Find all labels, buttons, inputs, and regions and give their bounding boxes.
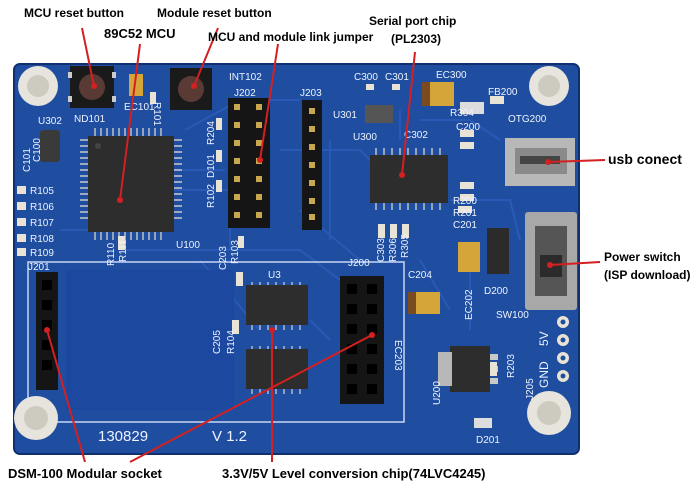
silk-label: EC203 — [392, 340, 403, 371]
silk-label: U200 — [432, 381, 443, 405]
silk-label: D200 — [484, 286, 508, 297]
callout-level-chip: 3.3V/5V Level conversion chip(74LVC4245) — [222, 466, 486, 481]
silk-label: R106 — [30, 202, 54, 213]
d201-diode — [474, 418, 492, 428]
silk-label: R200 — [453, 196, 477, 207]
pointer-lines — [46, 27, 606, 463]
board-version: V 1.2 — [212, 428, 247, 445]
j203-header — [302, 100, 322, 230]
silk-label: R204 — [206, 121, 217, 145]
j205-pads — [557, 316, 569, 382]
silk-label: R305 — [400, 234, 411, 258]
silk-label: U300 — [353, 132, 377, 143]
silk-label: R107 — [30, 218, 54, 229]
callout-power-switch: Power switch — [604, 250, 681, 264]
silk-label: C203 — [218, 246, 229, 270]
callout-usb: usb conect — [608, 151, 682, 167]
silk-label: J202 — [234, 88, 256, 99]
smd-components — [118, 84, 504, 376]
silk-label: J200 — [348, 258, 370, 269]
silk-label: R101 — [151, 102, 162, 126]
callout-mcu-chip: 89C52 MCU — [104, 26, 176, 41]
usb-connector — [505, 138, 575, 186]
socket-area-outline — [27, 261, 405, 423]
ec202-capacitor — [458, 242, 480, 272]
silk-label: C205 — [212, 330, 223, 354]
silk-label: R108 — [30, 234, 54, 245]
silk-label: C301 — [385, 72, 409, 83]
silk-label: EC101 — [124, 102, 155, 113]
serial-port-chip — [370, 148, 448, 210]
silk-label: C101 — [22, 148, 33, 172]
silk-label: U100 — [176, 240, 200, 251]
standoff-top-right — [529, 66, 569, 106]
silk-label: U301 — [333, 110, 357, 121]
silk-label: C302 — [404, 130, 428, 141]
silk-label: SW100 — [496, 310, 529, 321]
silk-label: J205 — [525, 378, 536, 400]
silk-label: INT102 — [229, 72, 262, 83]
silk-label: C100 — [32, 138, 43, 162]
callout-link-jumper: MCU and module link jumper — [208, 30, 374, 44]
silk-label: OTG200 — [508, 114, 547, 125]
silk-label: R102 — [206, 184, 217, 208]
level-conversion-chip-top — [246, 282, 308, 330]
silk-label: R104 — [226, 330, 237, 354]
silkscreen: ND101 U302 EC101 R101 INT102 J202 J203 C… — [22, 70, 551, 446]
resistor-column-left — [17, 186, 26, 256]
power-switch — [525, 212, 577, 310]
silk-label: C303 — [376, 238, 387, 262]
silk-label: R304 — [450, 108, 474, 119]
board-id: 130829 — [98, 428, 148, 445]
silk-label: FB200 — [488, 87, 518, 98]
silk-label: R306 — [388, 238, 399, 262]
silk-label: C300 — [354, 72, 378, 83]
silk-label: R203 — [506, 354, 517, 378]
silk-label: ND101 — [74, 114, 106, 125]
silk-label: C200 — [456, 122, 480, 133]
u301-chip — [365, 105, 393, 123]
silk-label: D101 — [206, 154, 217, 178]
silk-label: C204 — [408, 270, 432, 281]
callout-module-reset: Module reset button — [157, 6, 272, 20]
silk-label: R105 — [30, 186, 54, 197]
silk-label: R110 — [106, 242, 117, 266]
callout-serial-chip-model: (PL2303) — [391, 32, 442, 46]
silk-label: GND — [537, 361, 551, 388]
callout-mcu-reset: MCU reset button — [24, 6, 124, 20]
d200-diode — [487, 228, 509, 274]
silk-label: 5V — [537, 331, 551, 346]
ec101-capacitor — [129, 74, 143, 96]
callout-socket: DSM-100 Modular socket — [8, 466, 162, 481]
silk-label: D201 — [476, 435, 500, 446]
silk-label: U3 — [268, 270, 281, 281]
silk-label: R201 — [453, 208, 477, 219]
silk-label: R111 — [118, 239, 129, 262]
u200-regulator — [438, 346, 498, 392]
silk-label: C201 — [453, 220, 477, 231]
silk-label: U302 — [38, 116, 62, 127]
silk-label: J201 — [28, 262, 50, 273]
module-reset-button — [170, 68, 212, 110]
callout-isp: (ISP download) — [604, 268, 691, 282]
standoff-bottom-right — [527, 391, 571, 435]
u302-component — [40, 130, 60, 162]
pointer-dots — [44, 83, 553, 338]
silk-label: EC300 — [436, 70, 467, 81]
standoff-bottom-left — [14, 396, 58, 440]
silk-label: EC202 — [464, 289, 475, 320]
level-conversion-chip-bottom — [246, 346, 308, 394]
mcu-chip — [80, 128, 182, 240]
r304-chip — [460, 102, 484, 114]
standoff-top-left — [18, 66, 58, 106]
link-jumper-header — [228, 98, 270, 228]
callout-serial-chip: Serial port chip — [369, 14, 457, 28]
silk-label: R103 — [230, 240, 241, 264]
silk-label: R109 — [30, 248, 54, 259]
silk-label: J203 — [300, 88, 322, 99]
